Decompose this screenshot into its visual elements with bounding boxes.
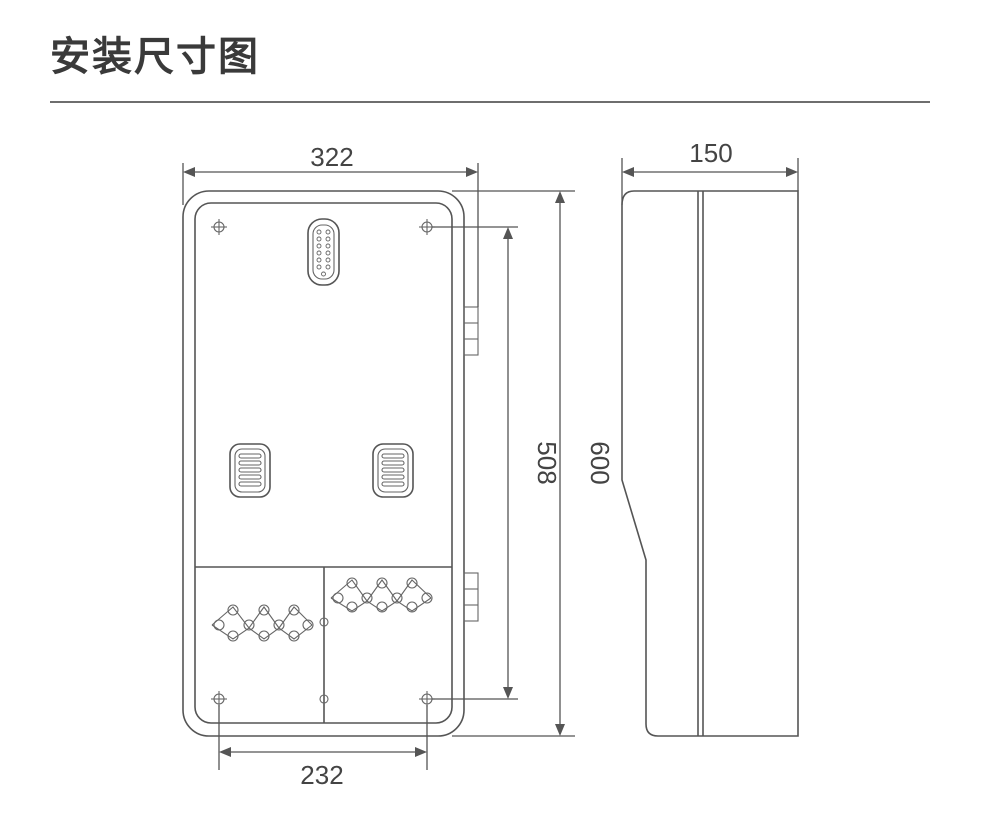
- dimension-holes-232: 232: [218, 705, 428, 790]
- divider-screw-top-icon: [319, 617, 329, 627]
- terminal-block-right-icon: [330, 577, 433, 613]
- side-view: [621, 190, 799, 737]
- dimension-height-600: 600: [452, 190, 615, 737]
- terminal-block-left-icon: [211, 604, 314, 642]
- divider-screw-bottom-icon: [319, 694, 329, 704]
- dimension-label-600: 600: [585, 441, 615, 484]
- enclosure-outer-outline: [182, 190, 465, 737]
- connector-plug-icon: [307, 218, 340, 286]
- vent-window-right-icon: [372, 443, 414, 498]
- dimension-label-322: 322: [310, 142, 353, 172]
- dimension-depth-150: 150: [621, 138, 799, 205]
- dimension-width-322: 322: [182, 142, 479, 307]
- vent-window-left-icon: [229, 443, 271, 498]
- mounting-hole-bottom-left-icon: [211, 691, 227, 707]
- latch-upper-icon: [463, 306, 479, 356]
- latch-lower-icon: [463, 572, 479, 622]
- mounting-hole-top-left-icon: [211, 219, 227, 235]
- dimension-label-150: 150: [689, 138, 732, 168]
- page-title: 安装尺寸图: [50, 34, 260, 80]
- dimension-label-232: 232: [300, 760, 343, 790]
- dimension-label-508: 508: [532, 441, 562, 484]
- front-view: [182, 190, 479, 737]
- side-profile-outline: [621, 190, 799, 737]
- dimension-holes-508: 508: [432, 226, 562, 700]
- title-divider: [50, 101, 930, 103]
